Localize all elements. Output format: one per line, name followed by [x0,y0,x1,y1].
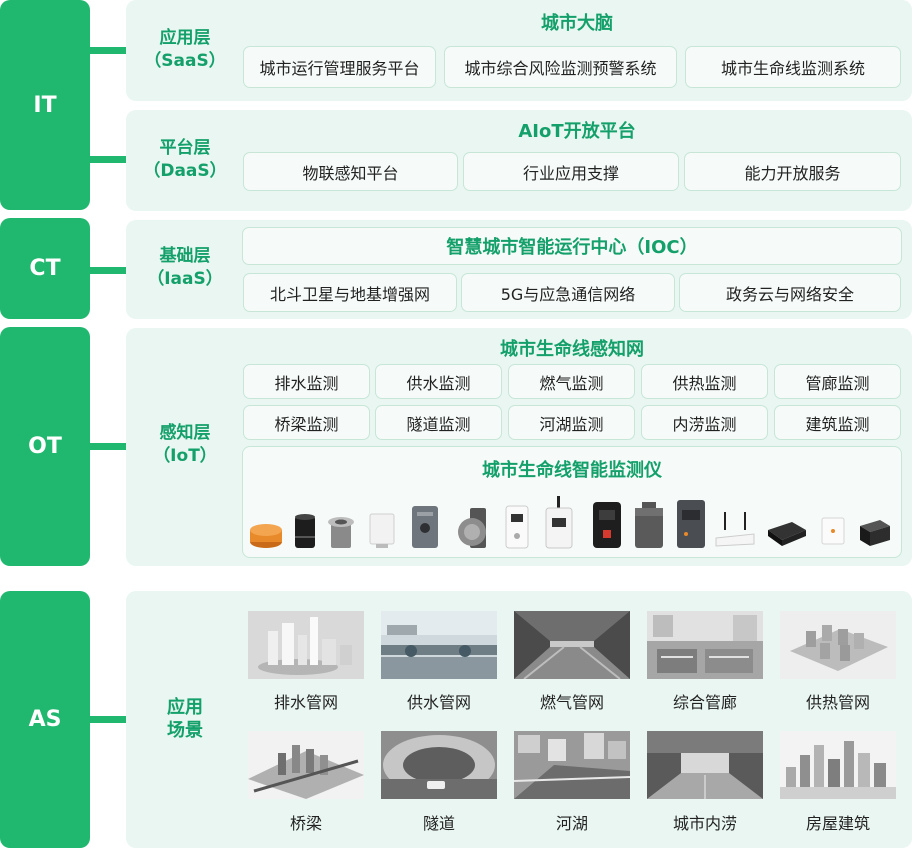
iot-layer-title: 城市生命线感知网 [500,339,644,360]
iaas-item: 5G与应急通信网络 [461,273,675,312]
scene-label: 桥梁 [289,814,322,833]
scene-thumbnail [248,731,364,799]
monitoring-item: 隧道监测 [375,405,502,440]
scene-thumbnail [248,611,364,679]
scene-label: 供水管网 [406,693,471,712]
iaas-layer-label: 基础层 （IaaS） [147,246,223,289]
scene-label: 综合管廊 [672,693,737,712]
dark-gray-logger-icon [635,502,663,548]
dark-tall-logger-icon [677,500,705,548]
monitoring-item: 排水监测 [243,364,370,399]
manhole-level-sensor-icon [328,517,354,548]
white-antenna-meter-icon [545,496,573,549]
black-box-meter-icon [593,502,621,548]
scene-thumbnail [514,731,630,799]
orange-puck-sensor-icon [250,524,282,548]
tier-ct-label: CT [29,256,61,281]
saas-item: 城市综合风险监测预警系统 [444,46,677,88]
saas-item: 城市生命线监测系统 [685,46,901,88]
round-valve-sensor-icon [458,508,486,548]
iot-layer-label: 感知层 （IoT） [153,423,217,466]
scene-thumbnail [647,611,763,679]
scene-thumbnail [514,611,630,679]
monitoring-item: 供热监测 [641,364,768,399]
tier-it-pill: IT [0,0,90,210]
scene-label: 隧道 [422,814,455,833]
monitoring-item: 供水监测 [375,364,502,399]
scene-thumbnail [780,611,896,679]
tier-ot-pill: OT [0,327,90,566]
monitoring-item: 内涝监测 [641,405,768,440]
connector-iot [88,443,128,450]
daas-layer-title: AIoT开放平台 [518,121,636,142]
scenes-label: 应用 场景 [167,697,203,741]
scene-thumbnail [780,731,896,799]
monitoring-item: 管廊监测 [774,364,901,399]
daas-item: 物联感知平台 [243,152,458,191]
saas-item: 城市运行管理服务平台 [243,46,436,88]
iaas-title-box: 智慧城市智能运行中心（IOC） [242,227,902,265]
scene-label: 排水管网 [273,693,338,712]
monitoring-item: 燃气监测 [508,364,635,399]
tier-ot-label: OT [28,434,62,459]
daas-layer-label: 平台层 （DaaS） [143,138,227,181]
daas-item: 能力开放服务 [684,152,901,191]
scene-label: 供热管网 [805,693,870,712]
scene-thumbnail [381,731,497,799]
daas-item: 行业应用支撑 [463,152,679,191]
scene-label: 城市内涝 [672,814,737,833]
iaas-item: 北斗卫星与地基增强网 [243,273,457,312]
connector-scenes [88,716,128,723]
monitoring-item: 河湖监测 [508,405,635,440]
tier-it-label: IT [33,92,57,118]
saas-layer-title: 城市大脑 [541,13,613,34]
gray-panel-sensor-icon [412,506,438,548]
connector-daas [88,156,128,163]
tier-as-label: AS [28,707,62,732]
tier-ct-pill: CT [0,218,90,319]
white-meter-icon [505,505,529,549]
connector-saas [88,47,128,54]
scene-label: 房屋建筑 [805,814,870,833]
monitoring-item: 建筑监测 [774,405,901,440]
iaas-item: 政务云与网络安全 [679,273,901,312]
saas-layer-label: 应用层 （SaaS） [144,28,226,71]
router-icon [715,512,755,547]
black-gateway-icon [768,522,806,546]
monitoring-item: 桥梁监测 [243,405,370,440]
device-panel-title: 城市生命线智能监测仪 [482,460,662,481]
connector-iaas [88,267,128,274]
scene-label: 河湖 [555,814,588,833]
white-box-sensor-icon [369,513,395,548]
black-cylinder-sensor-icon [295,514,315,548]
scene-thumbnail [381,611,497,679]
scene-label: 燃气管网 [539,693,604,712]
scene-thumbnail [647,731,763,799]
black-small-box-icon [860,520,890,546]
small-white-sensor-icon [821,517,845,545]
tier-as-pill: AS [0,591,90,848]
